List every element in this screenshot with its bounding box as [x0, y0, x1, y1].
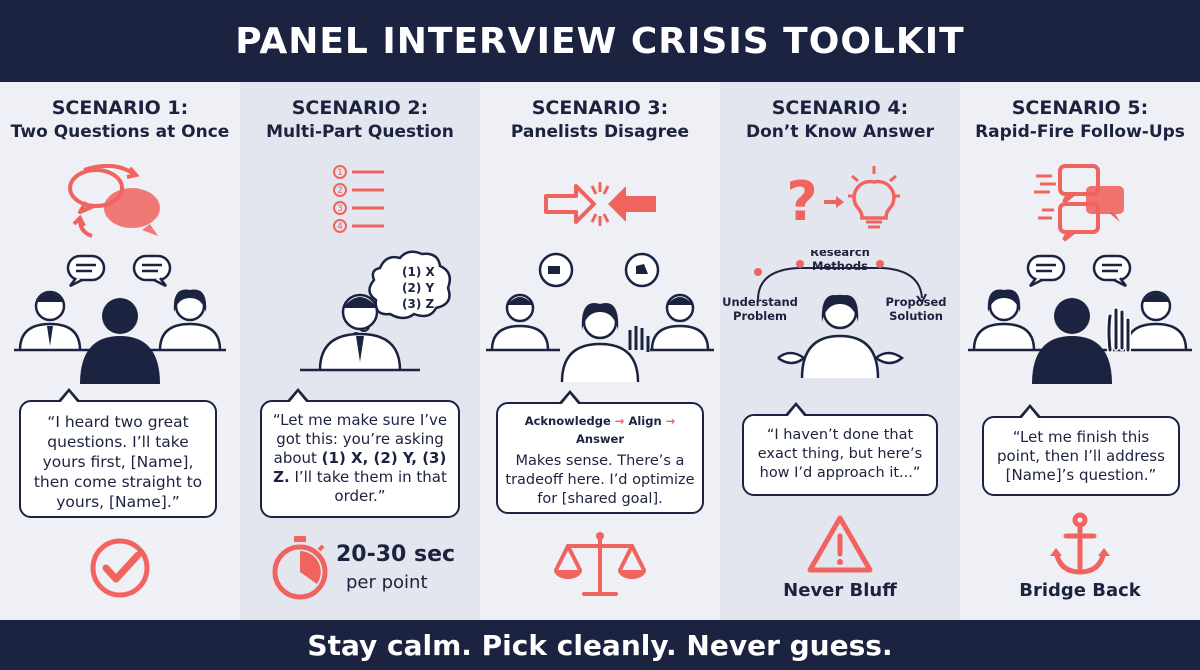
timer-value: 20-30 sec: [336, 542, 456, 567]
scenario-columns: SCENARIO 1: Two Questions at Once: [0, 82, 1200, 620]
quote-text: Makes sense. There’s a tradeoff here. I’…: [505, 453, 695, 507]
balance-scale-icon: [480, 526, 720, 606]
scenario-4-quote-bubble: “I haven’t done that exact thing, but he…: [742, 402, 938, 496]
list-number: 3: [337, 204, 343, 214]
question-to-lightbulb-icon: ?: [720, 164, 960, 244]
panel-people-illustration: [0, 250, 240, 385]
scenario-number: SCENARIO 2:: [291, 97, 429, 119]
scenario-subtitle: Don’t Know Answer: [746, 122, 934, 142]
footer-tagline: Stay calm. Pick cleanly. Never guess.: [307, 628, 893, 662]
scenario-4-heading: SCENARIO 4: Don’t Know Answer: [720, 96, 960, 144]
svg-text:?: ?: [786, 170, 817, 233]
timer-unit: per point: [346, 572, 428, 593]
arrow-right-icon: →: [665, 414, 676, 428]
step-answer: Answer: [575, 432, 625, 446]
quote-text: “Let me finish this point, then I’ll add…: [997, 428, 1165, 484]
thought-line: (1) X: [402, 265, 435, 279]
scenario-1-heading: SCENARIO 1: Two Questions at Once: [0, 96, 240, 144]
page-title: PANEL INTERVIEW CRISIS TOOLKIT: [235, 20, 965, 62]
list-number: 2: [337, 186, 343, 196]
scenario-1-quote-bubble: “I heard two great questions. I’ll take …: [19, 388, 217, 518]
thought-line: (2) Y: [402, 281, 434, 295]
quote-text: I’ll take them in that order.”: [289, 468, 447, 505]
step-align: Align: [628, 414, 662, 428]
list-number: 1: [337, 168, 343, 178]
scenario-4-panel: SCENARIO 4: Don’t Know Answer ?: [720, 82, 960, 620]
scenario-3-panel: SCENARIO 3: Panelists Disagree: [480, 82, 720, 620]
scenario-2-quote-bubble: “Let me make sure I’ve got this: you’re …: [260, 388, 460, 518]
scenario-5-panel: SCENARIO 5: Rapid-Fire Follow-Ups: [960, 82, 1200, 620]
converging-arrows-icon: [480, 164, 720, 244]
quote-text: “Let me make sure I’ve got this: you’re …: [272, 411, 448, 467]
rapid-chat-bubbles-icon: [960, 164, 1200, 244]
checkmark-circle-icon: [0, 530, 240, 606]
timer-block: 20-30 sec per point: [240, 532, 480, 612]
finish-point-illustration: [960, 250, 1200, 385]
swap-chat-bubbles-icon: [0, 164, 240, 244]
scenario-2-heading: SCENARIO 2: Multi-Part Question: [240, 96, 480, 144]
quote-text: “I haven’t done that exact thing, but he…: [757, 427, 923, 481]
footer-banner: Stay calm. Pick cleanly. Never guess.: [0, 620, 1200, 670]
scenario-subtitle: Two Questions at Once: [10, 122, 230, 142]
thought-line: (3) Z: [402, 297, 434, 311]
scenario-3-heading: SCENARIO 3: Panelists Disagree: [480, 96, 720, 144]
numbered-list-icon: 1 2 3 4: [240, 164, 480, 244]
header-banner: PANEL INTERVIEW CRISIS TOOLKIT: [0, 0, 1200, 82]
anchor-icon: [960, 512, 1200, 578]
quote-text: “I heard two great questions. I’ll take …: [33, 413, 203, 511]
disagreeing-panel-illustration: [480, 250, 720, 385]
scenario-number: SCENARIO 5:: [1011, 97, 1149, 119]
scenario-number: SCENARIO 3:: [531, 97, 669, 119]
stopwatch-icon: [270, 536, 330, 602]
scenario-subtitle: Rapid-Fire Follow-Ups: [975, 122, 1185, 142]
scenario-subtitle: Panelists Disagree: [510, 122, 690, 142]
scenario-1-panel: SCENARIO 1: Two Questions at Once: [0, 82, 240, 620]
never-bluff-label: Never Bluff: [783, 580, 897, 601]
candidate-thinking-illustration: (1) X (2) Y (3) Z: [240, 250, 480, 385]
scenario-3-quote-bubble: Acknowledge → Align → Answer Makes sense…: [496, 390, 704, 514]
scenario-2-panel: SCENARIO 2: Multi-Part Question 1 2 3 4: [240, 82, 480, 620]
scenario-5-quote-bubble: “Let me finish this point, then I’ll add…: [982, 404, 1180, 496]
step-acknowledge: Acknowledge: [524, 414, 611, 428]
three-a-steps: Acknowledge → Align → Answer: [504, 412, 696, 448]
warning-triangle-icon: [720, 512, 960, 576]
quote-emphasis: (1) X, (2) Y, (3) Z.: [273, 449, 447, 486]
bridge-back-label: Bridge Back: [1019, 580, 1141, 601]
scenario-number: SCENARIO 1:: [51, 97, 189, 119]
list-number: 4: [337, 222, 343, 232]
scenario-subtitle: Multi-Part Question: [266, 122, 454, 142]
scenario-5-heading: SCENARIO 5: Rapid-Fire Follow-Ups: [960, 96, 1200, 144]
scenario-number: SCENARIO 4:: [771, 97, 909, 119]
arrow-right-icon: →: [614, 414, 625, 428]
